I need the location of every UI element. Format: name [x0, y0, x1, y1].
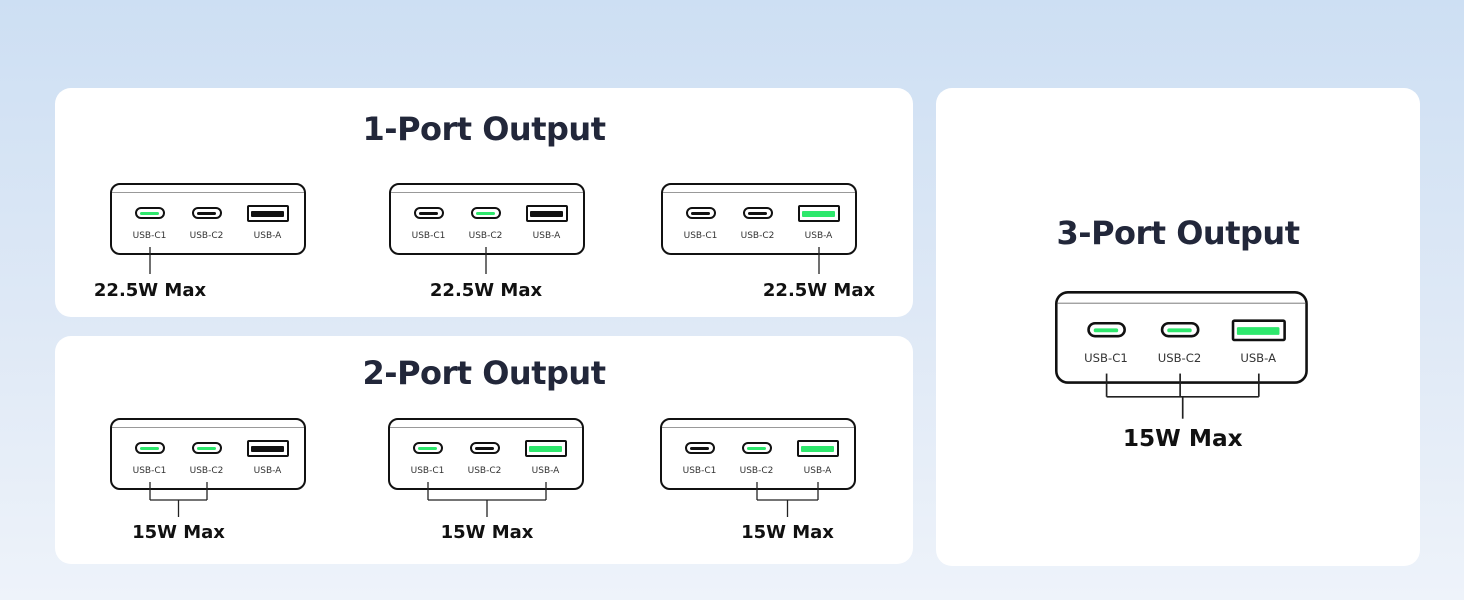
connector-lines: [427, 482, 547, 517]
power-bank-port-panel: USB-C1 USB-C2 USB-A: [110, 183, 306, 255]
port-label: USB-C2: [467, 466, 502, 476]
three-port-output-card: 3-Port Output USB-C1 USB-C2 USB-A 15W Max: [936, 88, 1420, 566]
usb-c-port-icon: [742, 207, 773, 219]
usb-a-port-icon: [1231, 319, 1286, 342]
port-label: USB-A: [804, 231, 833, 241]
power-bank-port-panel: USB-C1 USB-C2 USB-A: [1055, 291, 1308, 384]
port-label: USB-C1: [410, 466, 445, 476]
panel-divider: [663, 192, 855, 193]
connector-lines: [149, 247, 151, 274]
usb-c-port-icon: [191, 207, 222, 219]
panel-divider: [391, 192, 583, 193]
usb-a-port-icon: [246, 440, 289, 457]
power-bank-diagram: USB-C1 USB-C2 USB-A 22.5W Max: [94, 183, 306, 313]
port-label: USB-C2: [189, 466, 224, 476]
usb-c-port-icon: [741, 442, 772, 454]
max-wattage-label: 15W Max: [132, 522, 225, 543]
connector-lines: [756, 482, 819, 517]
panel-divider: [390, 427, 582, 428]
usb-c-port-icon: [134, 442, 165, 454]
port-label: USB-C2: [189, 231, 224, 241]
port-label: USB-C2: [740, 231, 775, 241]
power-bank-port-panel: USB-C1 USB-C2 USB-A: [388, 418, 584, 490]
usb-c-port-icon: [470, 207, 501, 219]
port-label: USB-A: [253, 231, 282, 241]
port-label: USB-C1: [132, 466, 167, 476]
power-bank-diagram: USB-C1 USB-C2 USB-A 15W Max: [110, 418, 306, 548]
port-label: USB-C1: [682, 466, 717, 476]
panel-divider: [662, 427, 854, 428]
power-bank-port-panel: USB-C1 USB-C2 USB-A: [660, 418, 856, 490]
max-wattage-label: 22.5W Max: [762, 280, 876, 301]
power-bank-diagram: USB-C1 USB-C2 USB-A 15W Max: [1055, 291, 1308, 459]
power-bank-diagram: USB-C1 USB-C2 USB-A 15W Max: [388, 418, 584, 548]
usb-c-port-icon: [685, 207, 716, 219]
max-wattage-label: 15W Max: [440, 522, 534, 543]
port-label: USB-A: [1240, 352, 1277, 366]
port-label: USB-A: [531, 466, 560, 476]
usb-a-port-icon: [525, 205, 568, 222]
one-port-output-card: 1-Port Output USB-C1 USB-C2 USB-A 22.5W Max…: [55, 88, 913, 317]
power-bank-port-panel: USB-C1 USB-C2 USB-A: [110, 418, 306, 490]
power-bank-port-panel: USB-C1 USB-C2 USB-A: [661, 183, 857, 255]
connector-lines: [1105, 373, 1260, 419]
power-bank-port-panel: USB-C1 USB-C2 USB-A: [389, 183, 585, 255]
usb-c-port-icon: [413, 207, 444, 219]
panel-divider: [1057, 302, 1306, 304]
max-wattage-label: 15W Max: [741, 522, 834, 543]
section-title: 2-Port Output: [362, 354, 606, 392]
usb-c-port-icon: [412, 442, 443, 454]
usb-a-port-icon: [246, 205, 289, 222]
port-label: USB-C2: [1157, 352, 1202, 366]
connector-lines: [485, 247, 487, 274]
usb-a-port-icon: [797, 205, 840, 222]
connector-lines: [818, 247, 820, 274]
usb-c-port-icon: [191, 442, 222, 454]
connector-lines: [149, 482, 208, 517]
usb-c-port-icon: [1160, 321, 1199, 338]
port-label: USB-A: [803, 466, 832, 476]
power-bank-diagram: USB-C1 USB-C2 USB-A 22.5W Max: [389, 183, 585, 313]
port-label: USB-A: [253, 466, 282, 476]
usb-c-port-icon: [469, 442, 500, 454]
usb-a-port-icon: [796, 440, 839, 457]
power-bank-diagram: USB-C1 USB-C2 USB-A 22.5W Max: [661, 183, 875, 313]
max-wattage-label: 22.5W Max: [429, 280, 543, 301]
port-label: USB-C1: [1084, 352, 1128, 366]
port-label: USB-A: [532, 231, 561, 241]
power-bank-diagram: USB-C1 USB-C2 USB-A 15W Max: [660, 418, 856, 548]
usb-a-port-icon: [524, 440, 567, 457]
port-label: USB-C1: [683, 231, 718, 241]
usb-c-port-icon: [1086, 321, 1126, 338]
port-label: USB-C2: [739, 466, 774, 476]
usb-c-port-icon: [134, 207, 165, 219]
usb-c-port-icon: [684, 442, 715, 454]
section-title: 1-Port Output: [362, 110, 606, 148]
section-title: 3-Port Output: [1056, 214, 1300, 252]
port-label: USB-C1: [411, 231, 446, 241]
port-label: USB-C1: [132, 231, 167, 241]
panel-divider: [112, 427, 304, 428]
max-wattage-label: 15W Max: [1122, 425, 1243, 453]
port-label: USB-C2: [468, 231, 503, 241]
panel-divider: [112, 192, 304, 193]
max-wattage-label: 22.5W Max: [93, 280, 207, 301]
